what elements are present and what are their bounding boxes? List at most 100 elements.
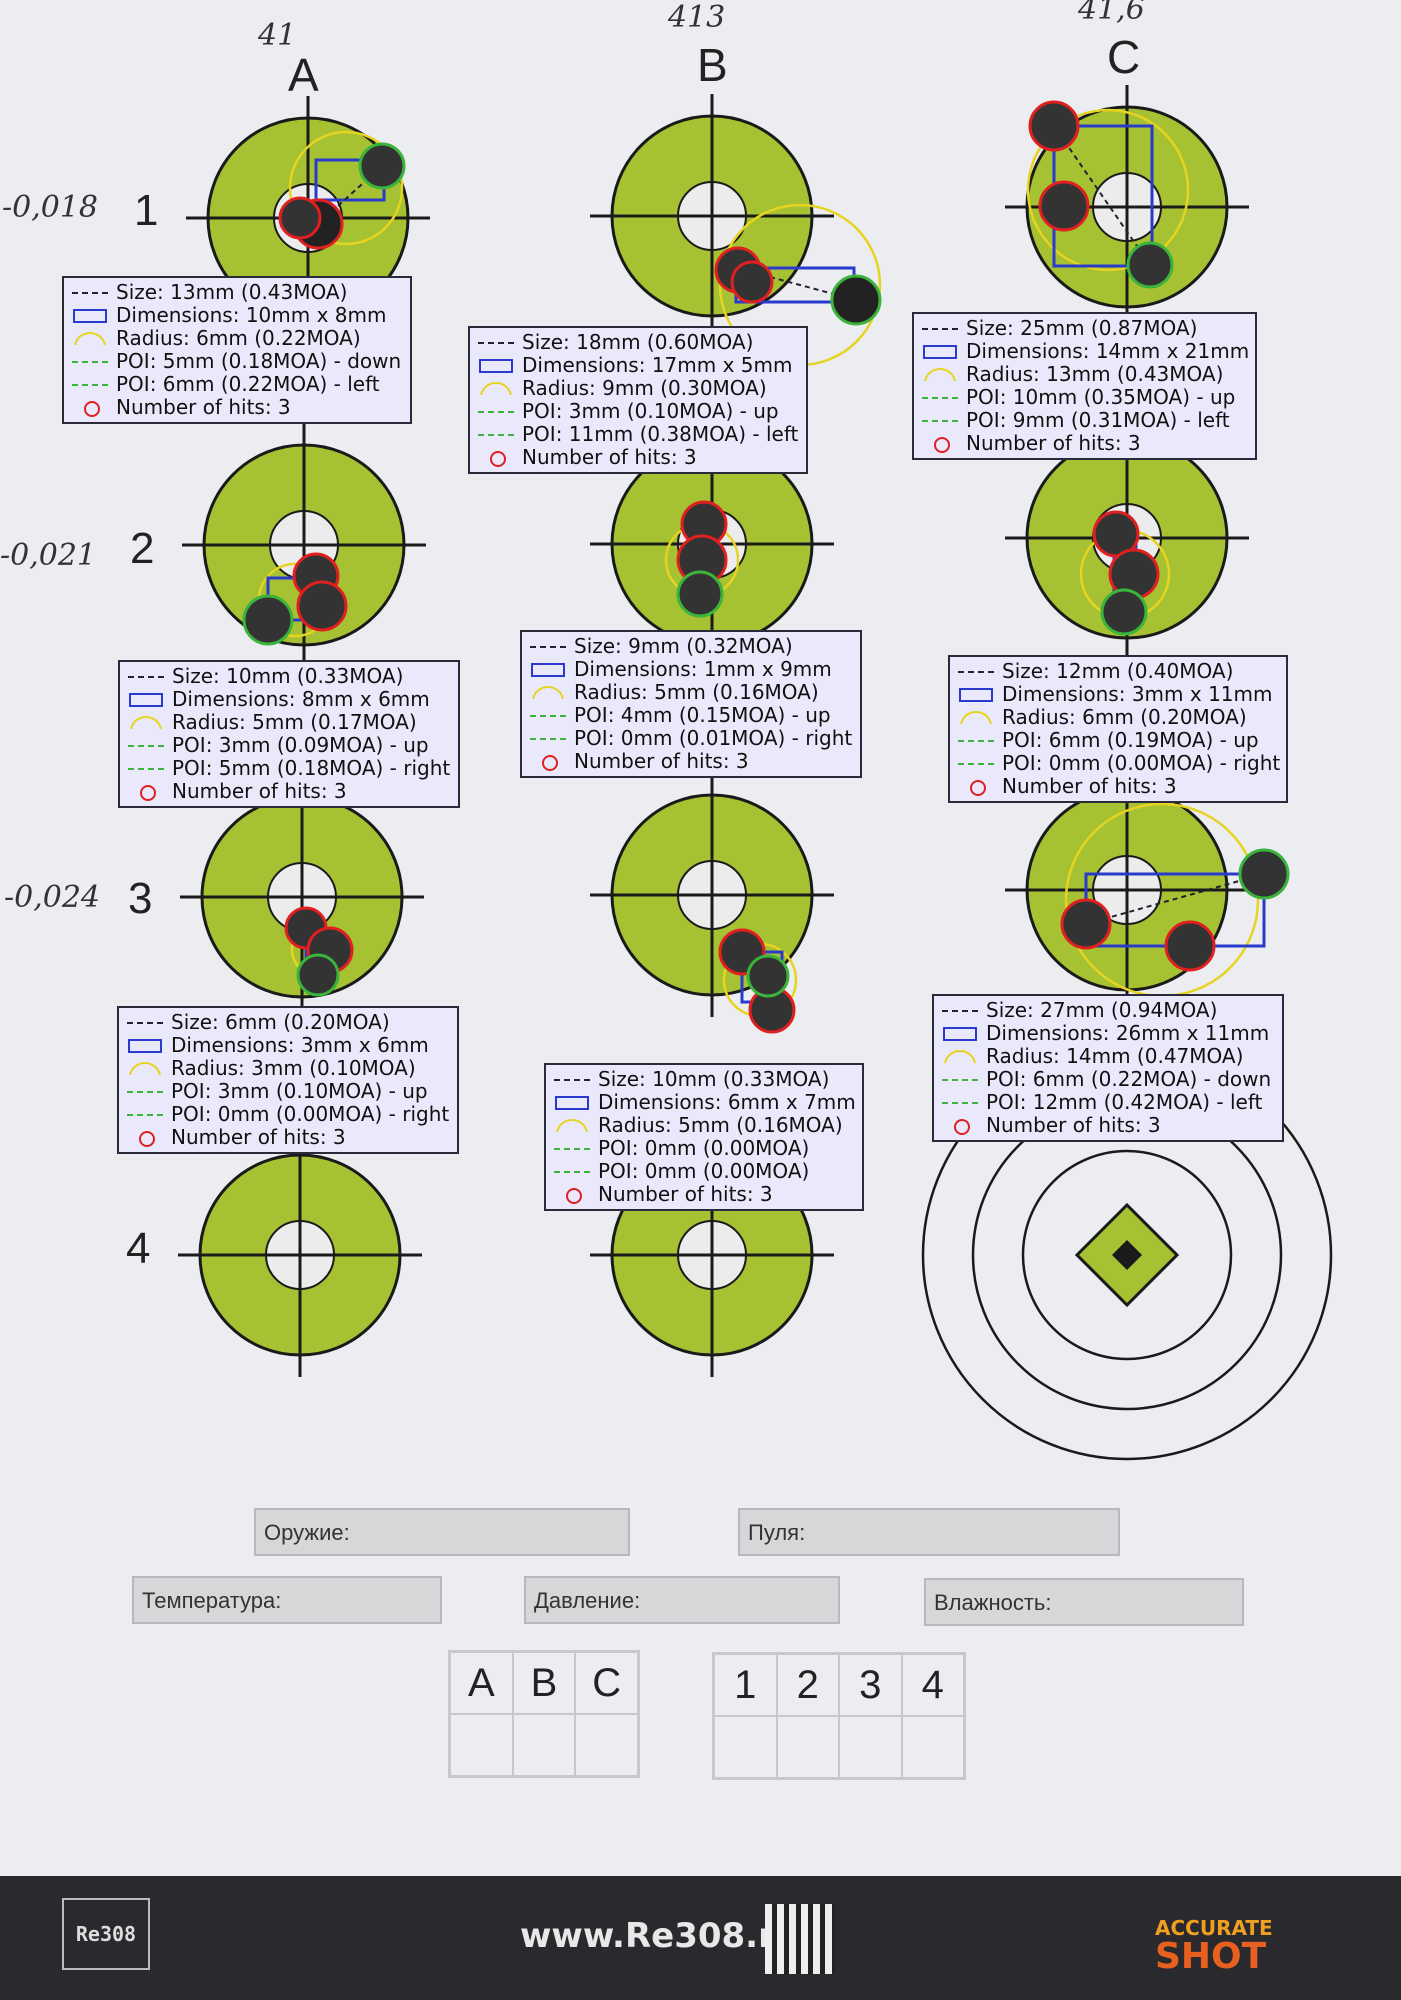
brand-top: ACCURATE xyxy=(1155,1916,1273,1940)
target-a4 xyxy=(176,1131,424,1379)
website-url[interactable]: www.Re308.ru xyxy=(520,1916,800,1956)
group-poi-vertical: POI: 3mm (0.10MOA) - up xyxy=(171,1079,428,1103)
row-selector-mark-3[interactable] xyxy=(839,1716,902,1778)
group-dimensions: Dimensions: 3mm x 11mm xyxy=(1002,682,1273,706)
footer-bar: Re308 www.Re308.ru ACCURATE SHOT xyxy=(0,1876,1401,2000)
handwritten-row-1: -0,018 xyxy=(2,190,99,225)
handwritten-column-a: 41 xyxy=(258,18,297,53)
group-size: Size: 18mm (0.60MOA) xyxy=(522,330,754,354)
brand-bottom: SHOT xyxy=(1155,1936,1267,1977)
group-size: Size: 27mm (0.94MOA) xyxy=(986,998,1218,1022)
group-poi-vertical: POI: 6mm (0.19MOA) - up xyxy=(1002,728,1259,752)
row-label-1: 1 xyxy=(134,186,159,235)
group-poi-horizontal: POI: 0mm (0.00MOA) xyxy=(598,1159,810,1183)
row-selector-mark-4[interactable] xyxy=(901,1716,964,1778)
group-radius: Radius: 3mm (0.10MOA) xyxy=(171,1056,416,1080)
group-overlay-b2 xyxy=(664,500,740,618)
group-poi-horizontal: POI: 0mm (0.01MOA) - right xyxy=(574,726,853,750)
group-poi-vertical: POI: 10mm (0.35MOA) - up xyxy=(966,385,1236,409)
column-selector-c[interactable]: C xyxy=(575,1652,638,1714)
group-poi-horizontal: POI: 0mm (0.00MOA) - right xyxy=(171,1102,450,1126)
group-radius: Radius: 5mm (0.16MOA) xyxy=(598,1113,843,1137)
group-poi-horizontal: POI: 9mm (0.31MOA) - left xyxy=(966,408,1230,432)
group-info-c1: Size: 25mm (0.87MOA) Dimensions: 14mm x … xyxy=(912,312,1257,460)
column-selector-mark-c[interactable] xyxy=(575,1714,638,1776)
group-radius: Radius: 5mm (0.17MOA) xyxy=(172,710,417,734)
group-radius: Radius: 6mm (0.20MOA) xyxy=(1002,705,1247,729)
group-radius: Radius: 14mm (0.47MOA) xyxy=(986,1044,1244,1068)
group-size: Size: 6mm (0.20MOA) xyxy=(171,1010,390,1034)
temperature-field[interactable]: Температура: xyxy=(132,1576,442,1624)
group-overlay-a1 xyxy=(278,130,406,250)
column-selector-grid: A B C xyxy=(448,1650,640,1778)
row-selector-grid: 1 2 3 4 xyxy=(712,1652,966,1780)
group-size: Size: 12mm (0.40MOA) xyxy=(1002,659,1234,683)
group-poi-horizontal: POI: 6mm (0.22MOA) - left xyxy=(116,372,380,396)
group-overlay-c3 xyxy=(1060,802,1290,998)
group-size: Size: 10mm (0.33MOA) xyxy=(172,664,404,688)
group-radius: Radius: 13mm (0.43MOA) xyxy=(966,362,1224,386)
group-info-b3: Size: 10mm (0.33MOA) Dimensions: 6mm x 7… xyxy=(544,1063,864,1211)
column-selector-mark-b[interactable] xyxy=(512,1714,576,1776)
target-c3 xyxy=(1003,766,1251,1014)
handwritten-column-c: 41,6 xyxy=(1078,0,1145,27)
group-radius: Radius: 9mm (0.30MOA) xyxy=(522,376,767,400)
group-info-c2: Size: 12mm (0.40MOA) Dimensions: 3mm x 1… xyxy=(948,655,1288,803)
group-hits: Number of hits: 3 xyxy=(986,1113,1161,1137)
group-info-a2: Size: 10mm (0.33MOA) Dimensions: 8mm x 6… xyxy=(118,660,460,808)
group-poi-vertical: POI: 3mm (0.10MOA) - up xyxy=(522,399,779,423)
target-b3 xyxy=(588,771,836,1019)
column-label-a: A xyxy=(288,49,319,101)
row-selector-mark-1[interactable] xyxy=(714,1716,777,1778)
humidity-field[interactable]: Влажность: xyxy=(924,1578,1244,1626)
pressure-field[interactable]: Давление: xyxy=(524,1576,840,1624)
row-selector-1[interactable]: 1 xyxy=(714,1654,777,1716)
row-selector-2[interactable]: 2 xyxy=(776,1654,839,1716)
group-poi-vertical: POI: 5mm (0.18MOA) - down xyxy=(116,349,402,373)
group-hits: Number of hits: 3 xyxy=(116,395,291,419)
row-selector-4[interactable]: 4 xyxy=(901,1654,964,1716)
group-overlay-c1 xyxy=(1026,100,1190,289)
group-size: Size: 13mm (0.43MOA) xyxy=(116,280,348,304)
group-hits: Number of hits: 3 xyxy=(598,1182,773,1206)
row-label-2: 2 xyxy=(130,524,155,573)
row-selector-3[interactable]: 3 xyxy=(839,1654,902,1716)
group-dimensions: Dimensions: 14mm x 21mm xyxy=(966,339,1250,363)
row-label-4: 4 xyxy=(126,1224,151,1273)
column-selector-a[interactable]: A xyxy=(450,1652,513,1714)
row-label-3: 3 xyxy=(128,874,153,923)
weapon-field[interactable]: Оружие: xyxy=(254,1508,630,1556)
handwritten-row-2: -0,021 xyxy=(0,538,97,573)
column-label-c: C xyxy=(1107,31,1141,83)
group-dimensions: Dimensions: 1mm x 9mm xyxy=(574,657,832,681)
group-radius: Radius: 5mm (0.16MOA) xyxy=(574,680,819,704)
group-overlay-c2 xyxy=(1079,510,1171,636)
column-selector-b[interactable]: B xyxy=(512,1652,576,1714)
group-dimensions: Dimensions: 17mm x 5mm xyxy=(522,353,793,377)
group-poi-horizontal: POI: 12mm (0.42MOA) - left xyxy=(986,1090,1263,1114)
group-info-b2: Size: 9mm (0.32MOA) Dimensions: 1mm x 9m… xyxy=(520,630,862,778)
target-a2 xyxy=(180,421,428,669)
re308-logo: Re308 xyxy=(62,1898,150,1970)
group-overlay-b3 xyxy=(718,928,798,1034)
group-hits: Number of hits: 3 xyxy=(574,749,749,773)
handwritten-column-b: 413 xyxy=(668,0,726,35)
column-selector-mark-a[interactable] xyxy=(450,1714,513,1776)
accurate-shot-logo: ACCURATE SHOT xyxy=(1155,1916,1295,1976)
group-info-a1: Size: 13mm (0.43MOA) Dimensions: 10mm x … xyxy=(62,276,412,424)
group-poi-vertical: POI: 0mm (0.00MOA) xyxy=(598,1136,810,1160)
group-dimensions: Dimensions: 6mm x 7mm xyxy=(598,1090,856,1114)
bullet-field[interactable]: Пуля: xyxy=(738,1508,1120,1556)
group-dimensions: Dimensions: 10mm x 8mm xyxy=(116,303,387,327)
group-info-b1: Size: 18mm (0.60MOA) Dimensions: 17mm x … xyxy=(468,326,808,474)
group-size: Size: 25mm (0.87MOA) xyxy=(966,316,1198,340)
group-radius: Radius: 6mm (0.22MOA) xyxy=(116,326,361,350)
group-hits: Number of hits: 3 xyxy=(1002,774,1177,798)
group-dimensions: Dimensions: 8mm x 6mm xyxy=(172,687,430,711)
group-hits: Number of hits: 3 xyxy=(522,445,697,469)
group-size: Size: 10mm (0.33MOA) xyxy=(598,1067,830,1091)
group-info-c3: Size: 27mm (0.94MOA) Dimensions: 26mm x … xyxy=(932,994,1284,1142)
row-selector-mark-2[interactable] xyxy=(776,1716,839,1778)
group-overlay-a2 xyxy=(242,552,348,646)
